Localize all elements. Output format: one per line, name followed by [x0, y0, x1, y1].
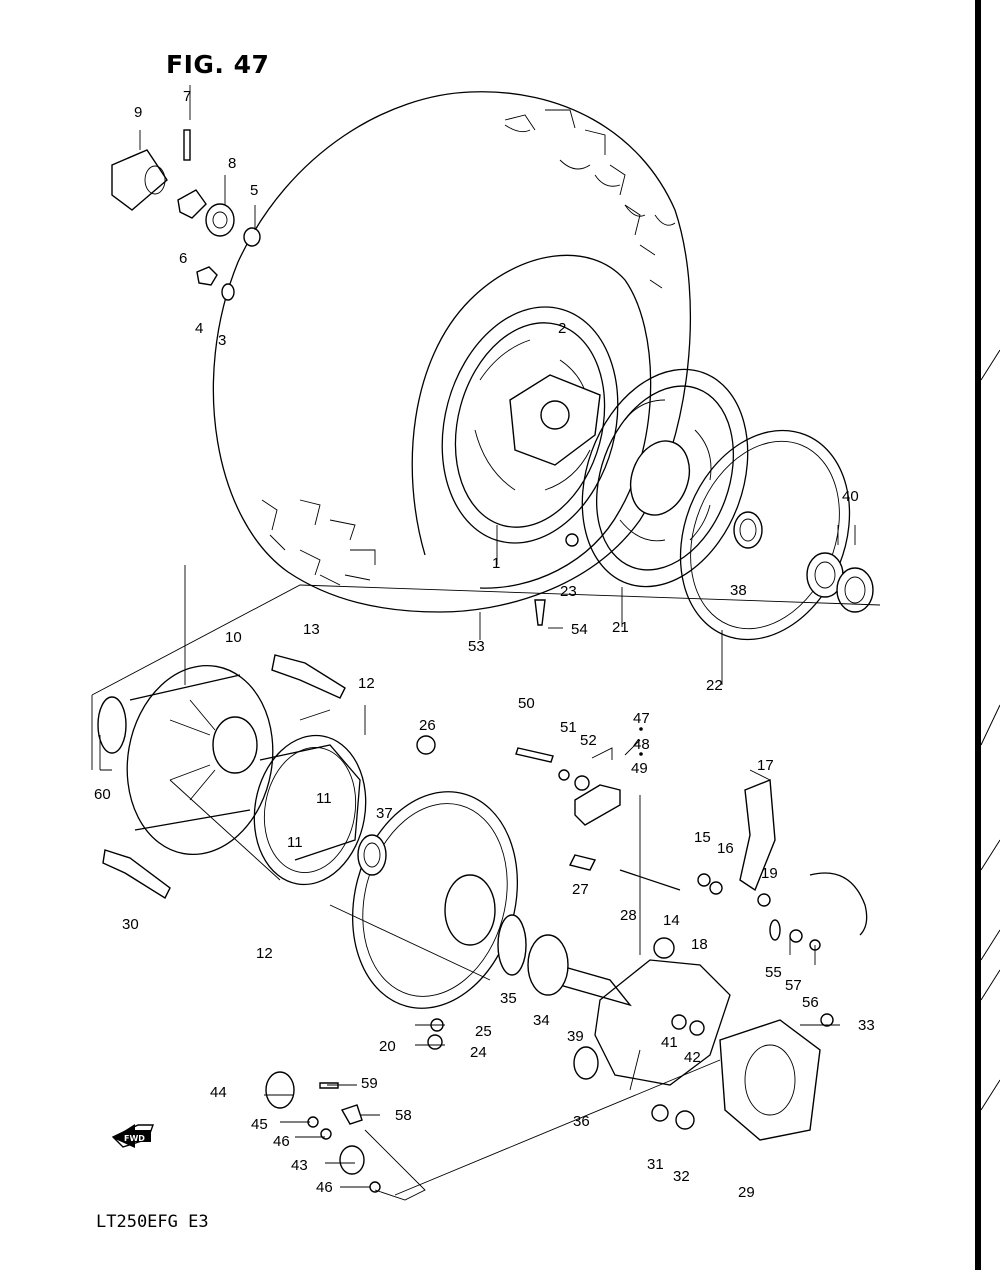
- callout-label: 42: [684, 1049, 701, 1066]
- callout-label: 8: [228, 155, 236, 172]
- callout-label: 59: [361, 1075, 378, 1092]
- tire-drawing: [212, 91, 691, 613]
- callout-label: 50: [518, 695, 535, 712]
- callout-label: 9: [134, 104, 142, 121]
- callout-label: 36: [573, 1113, 590, 1130]
- callout-label: 19: [761, 865, 778, 882]
- wheel-rim-drawing: [441, 306, 619, 544]
- callout-label: 54: [571, 621, 588, 638]
- callout-label: 1: [492, 555, 500, 572]
- callout-label: 29: [738, 1184, 755, 1201]
- brake-plate-drawing: [581, 368, 749, 588]
- bearings-drawing: [806, 552, 874, 613]
- callout-label: 5: [250, 182, 258, 199]
- callout-label: 6: [179, 250, 187, 267]
- callout-label: 46: [273, 1133, 290, 1150]
- brake-panel-drawing: [351, 791, 519, 1009]
- callout-label: 11: [316, 790, 332, 807]
- fwd-label: FWD: [124, 1134, 145, 1143]
- gasket-drawing: [679, 429, 851, 641]
- callout-label: 35: [500, 990, 517, 1007]
- page-edge-frame: [975, 0, 1000, 1270]
- callout-label: 33: [858, 1017, 875, 1034]
- callout-label: 7: [183, 88, 191, 105]
- callout-label: 15: [694, 829, 711, 846]
- callout-label: 20: [379, 1038, 396, 1055]
- top-left-parts-drawing: [111, 129, 261, 301]
- callout-label: 2: [558, 320, 566, 337]
- callout-label: 3: [218, 332, 226, 349]
- callout-label: 48: [633, 736, 650, 753]
- callout-label: 49: [631, 760, 648, 777]
- callout-label: 22: [706, 677, 723, 694]
- callout-label: 52: [580, 732, 597, 749]
- fwd-arrow-icon: FWD: [113, 1124, 151, 1148]
- callout-label: 45: [251, 1116, 268, 1133]
- callout-label: 32: [673, 1168, 690, 1185]
- callout-label: 37: [376, 805, 393, 822]
- callout-label: 41: [661, 1034, 678, 1051]
- callout-label: 55: [765, 964, 782, 981]
- callout-labels: 1 2 3 4 5 6 7 8 9 10 11 11 12 12 13 14 1…: [94, 88, 875, 1201]
- callout-label: 47: [633, 710, 650, 727]
- callout-label: 13: [303, 621, 320, 638]
- leader-lines: [91, 85, 881, 1201]
- callout-label: 27: [572, 881, 589, 898]
- callout-label: 26: [419, 717, 436, 734]
- callout-label: 25: [475, 1023, 492, 1040]
- callout-label: 12: [256, 945, 273, 962]
- callout-label: 18: [691, 936, 708, 953]
- brake-drum-drawing: [97, 664, 274, 856]
- callout-label: 44: [210, 1084, 227, 1101]
- callout-label: 43: [291, 1157, 308, 1174]
- callout-label: 51: [560, 719, 577, 736]
- callout-label: 34: [533, 1012, 550, 1029]
- callout-label: 53: [468, 638, 485, 655]
- callout-label: 38: [730, 582, 747, 599]
- callout-label: 16: [717, 840, 734, 857]
- callout-label: 14: [663, 912, 680, 929]
- callout-label: 11: [287, 834, 303, 851]
- knuckle-drawing: [594, 778, 868, 1141]
- callout-label: 57: [785, 977, 802, 994]
- callout-label: 46: [316, 1179, 333, 1196]
- model-code: LT250EFG E3: [96, 1212, 209, 1232]
- callout-label: 24: [470, 1044, 487, 1061]
- callout-label: 39: [567, 1028, 584, 1045]
- callout-label: 40: [842, 488, 859, 505]
- callout-label: 30: [122, 916, 139, 933]
- callout-label: 17: [757, 757, 774, 774]
- callout-dots: [639, 727, 643, 756]
- callout-label: 28: [620, 907, 637, 924]
- callout-label: 21: [612, 619, 629, 636]
- callout-label: 4: [195, 320, 203, 337]
- callout-label: 12: [358, 675, 375, 692]
- callout-label: 31: [647, 1156, 664, 1173]
- callout-label: 58: [395, 1107, 412, 1124]
- callout-label: 10: [225, 629, 242, 646]
- callout-label: 23: [560, 583, 577, 600]
- brake-shoes-drawing: [253, 734, 367, 886]
- callout-label: 56: [802, 994, 819, 1011]
- figure-title: FIG. 47: [166, 50, 270, 79]
- callout-label: 60: [94, 786, 111, 803]
